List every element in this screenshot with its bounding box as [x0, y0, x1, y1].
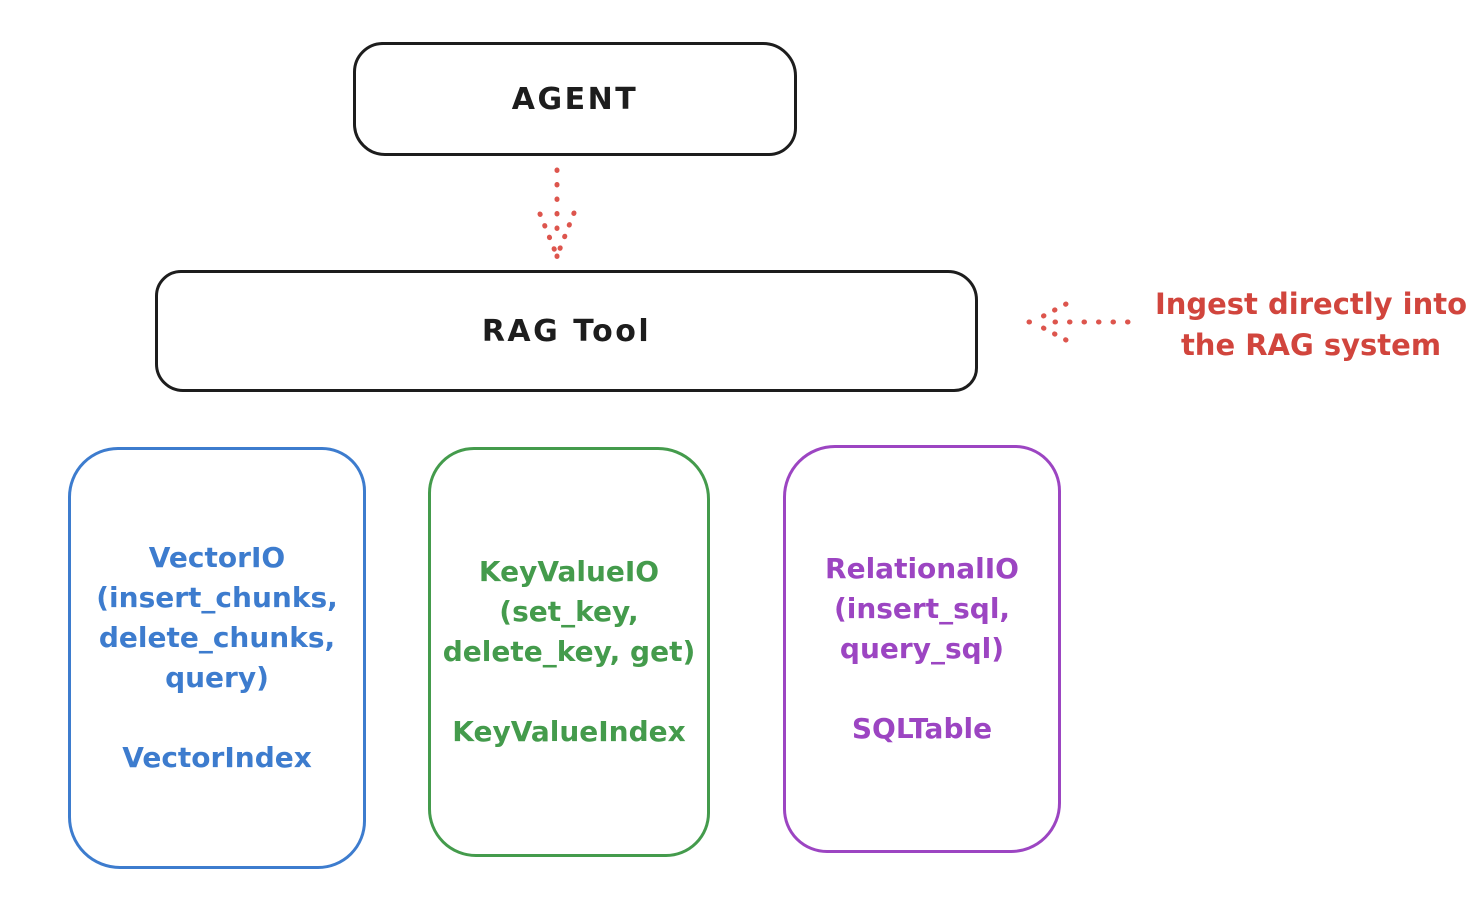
backend-vector-title: VectorIO — [148, 541, 286, 574]
backend-keyvalue-method-line: delete_key, get) — [442, 635, 696, 668]
ingest-to-rag-arrow — [1026, 301, 1131, 343]
ingest-annotation: Ingest directly into the RAG system — [1138, 284, 1484, 366]
backend-keyvalue-index-label: KeyValueIndex — [452, 715, 686, 748]
backend-relational-method-line: (insert_sql, — [833, 592, 1011, 625]
backend-vector-index-label: VectorIndex — [122, 741, 312, 774]
agent-node: AGENT — [353, 42, 797, 156]
ingest-annotation-line2: the RAG system — [1180, 328, 1442, 362]
backend-keyvalue-title: KeyValueIO — [478, 555, 660, 588]
backend-relational-method-line: query_sql) — [839, 632, 1005, 665]
backend-relational-title: RelationalIO — [825, 552, 1019, 585]
rag-tool-node: RAG Tool — [155, 270, 978, 392]
backend-vector-method-line: query) — [165, 661, 269, 694]
backend-node-vector-io: VectorIO (insert_chunks, delete_chunks, … — [68, 447, 366, 869]
backend-keyvalue-method-line: (set_key, — [499, 595, 639, 628]
agent-node-label: AGENT — [511, 81, 639, 117]
backend-node-relational-io: RelationalIO (insert_sql, query_sql) SQL… — [783, 445, 1061, 853]
backend-relational-index-label: SQLTable — [851, 712, 993, 745]
ingest-annotation-line1: Ingest directly into — [1154, 287, 1468, 321]
backend-vector-method-line: delete_chunks, — [98, 621, 336, 654]
agent-to-rag-arrow — [537, 167, 577, 259]
backend-vector-method-line: (insert_chunks, — [96, 581, 338, 614]
rag-tool-node-label: RAG Tool — [481, 313, 652, 349]
backend-node-keyvalue-io: KeyValueIO (set_key, delete_key, get) Ke… — [428, 447, 710, 857]
